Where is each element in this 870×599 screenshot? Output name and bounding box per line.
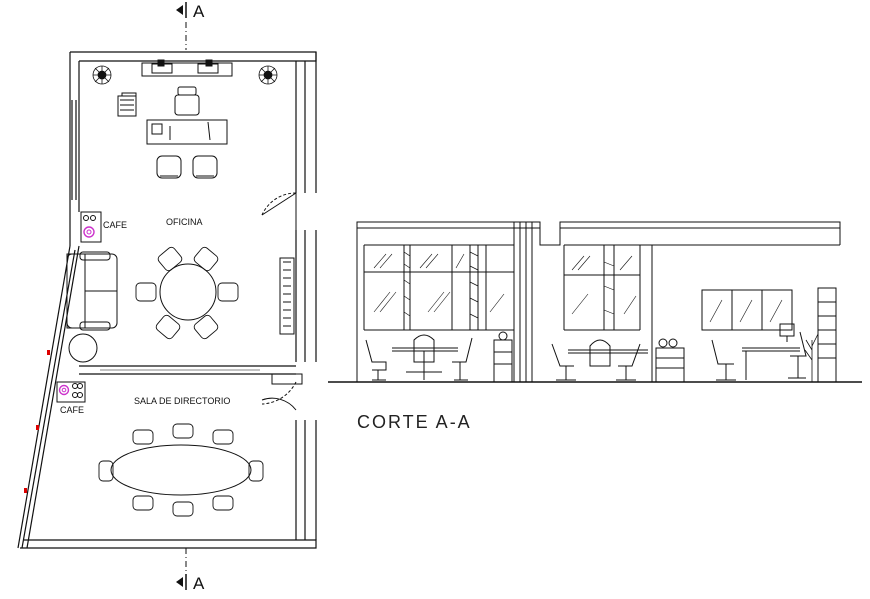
room-label-office: OFICINA <box>166 217 203 227</box>
door-board-room <box>261 373 303 411</box>
arrow-left-icon <box>176 5 183 15</box>
wall-markers <box>24 350 50 493</box>
bookcase <box>279 257 295 335</box>
plant-icon <box>258 65 278 85</box>
section-elevation <box>328 221 862 383</box>
arrow-left-icon <box>176 577 183 587</box>
credenza <box>141 59 233 77</box>
section-marker-bottom-label: A <box>193 574 205 593</box>
conference-chairs <box>98 423 264 517</box>
section-marker-top-label: A <box>193 2 205 21</box>
visitor-chair <box>156 155 182 179</box>
coffee-station-upper <box>80 211 102 243</box>
section-marker-bottom <box>176 574 187 590</box>
sofa <box>66 251 118 331</box>
oval-conference-table <box>110 444 252 496</box>
door-office <box>261 192 297 230</box>
executive-desk <box>146 119 228 145</box>
coffee-station-lower <box>56 381 86 403</box>
file-cabinet <box>117 92 137 117</box>
side-table <box>68 333 98 363</box>
executive-chair <box>174 86 200 116</box>
round-table-chairs <box>135 246 239 340</box>
cafe-label-lower: CAFE <box>60 405 84 415</box>
plant-icon <box>92 65 112 85</box>
section-title: CORTE A-A <box>357 412 472 432</box>
plan-walls <box>17 51 317 549</box>
room-label-board-room: SALA DE DIRECTORIO <box>134 396 230 406</box>
round-table <box>159 263 217 321</box>
cafe-label-upper: CAFE <box>103 220 127 230</box>
section-marker-top <box>176 2 187 18</box>
visitor-chair <box>192 155 218 179</box>
